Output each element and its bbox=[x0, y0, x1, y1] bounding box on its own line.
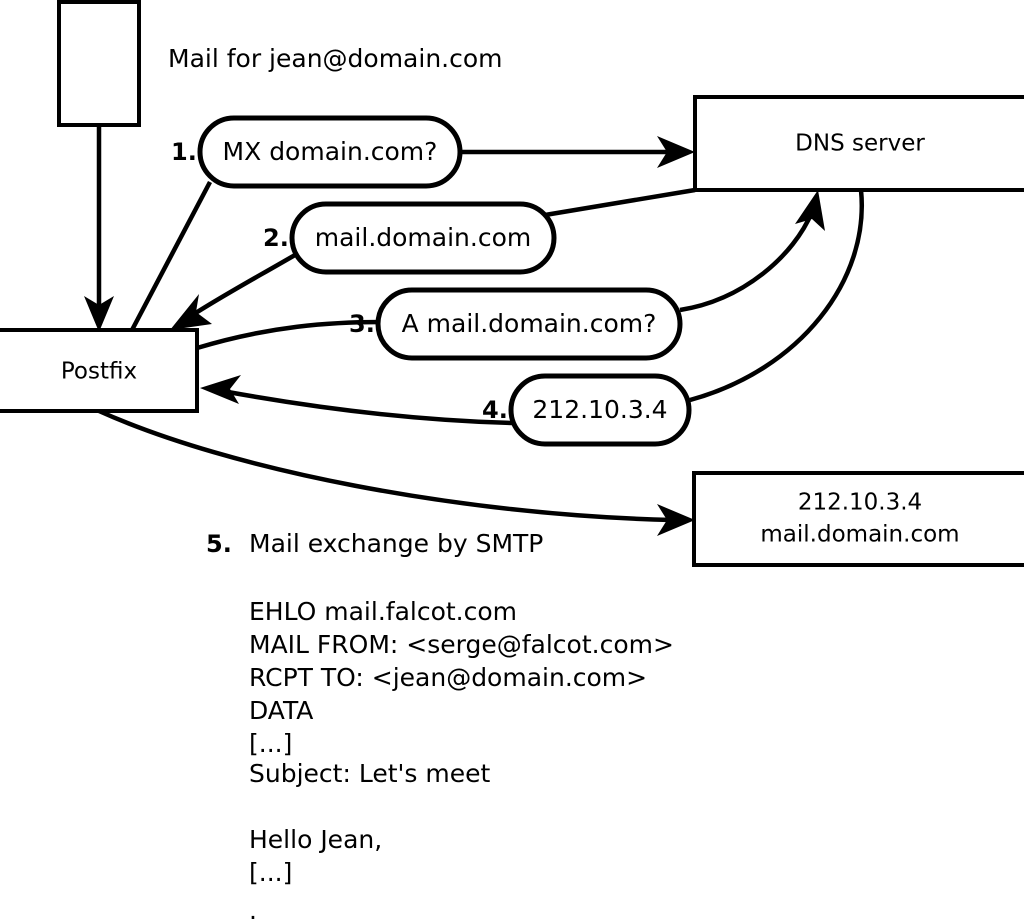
node-dns-server: DNS server bbox=[693, 95, 1024, 192]
node-dns-server-label: DNS server bbox=[795, 131, 925, 157]
incoming-mail-caption: Mail for jean@domain.com bbox=[168, 44, 503, 73]
step-1-number: 1. bbox=[171, 138, 197, 166]
node-mail-server-host: mail.domain.com bbox=[760, 522, 959, 548]
smtp-line-8: [...] bbox=[249, 858, 292, 887]
smtp-line-4: [...] bbox=[249, 729, 292, 758]
step-4-number: 4. bbox=[482, 396, 508, 424]
step-3-number: 3. bbox=[349, 310, 375, 338]
edge-step-1-to-dns bbox=[460, 136, 695, 168]
bubble-step-1-label: MX domain.com? bbox=[223, 137, 438, 166]
bubble-step-1: MX domain.com? bbox=[197, 115, 463, 189]
smtp-line-10: . bbox=[249, 896, 257, 919]
smtp-line-7: Hello Jean, bbox=[249, 825, 382, 854]
edge-step-4-from-dns bbox=[689, 189, 865, 403]
node-source bbox=[57, 0, 141, 127]
bubble-step-2-label: mail.domain.com bbox=[315, 223, 531, 252]
smtp-line-0: EHLO mail.falcot.com bbox=[249, 597, 517, 626]
edge-step-2-from-dns bbox=[544, 187, 696, 218]
bubble-step-4-label: 212.10.3.4 bbox=[532, 395, 667, 424]
node-mail-server-ip: 212.10.3.4 bbox=[798, 490, 922, 516]
node-postfix: Postfix bbox=[0, 328, 199, 413]
edge-step-3-to-dns bbox=[679, 190, 825, 313]
smtp-line-5: Subject: Let's meet bbox=[249, 759, 490, 788]
edge-step-4-to-postfix bbox=[200, 375, 513, 426]
bubble-step-4: 212.10.3.4 bbox=[508, 373, 692, 447]
bubble-step-2: mail.domain.com bbox=[289, 201, 557, 275]
bubble-step-3: A mail.domain.com? bbox=[375, 287, 683, 361]
step-5-label: Mail exchange by SMTP bbox=[249, 529, 543, 558]
smtp-line-1: MAIL FROM: <serge@falcot.com> bbox=[249, 630, 674, 659]
edge-step-1-to-bubble bbox=[130, 180, 212, 332]
smtp-line-3: DATA bbox=[249, 696, 313, 725]
smtp-line-2: RCPT TO: <jean@domain.com> bbox=[249, 663, 647, 692]
edge-incoming-mail bbox=[84, 125, 114, 332]
edge-step-5-smtp bbox=[98, 408, 695, 536]
step-2-number: 2. bbox=[263, 224, 289, 252]
step-5-number: 5. bbox=[206, 530, 232, 558]
node-mail-server: 212.10.3.4 mail.domain.com bbox=[692, 471, 1024, 567]
edge-step-3-from-postfix bbox=[196, 319, 383, 351]
bubble-step-3-label: A mail.domain.com? bbox=[402, 309, 657, 338]
edge-step-2-to-postfix bbox=[170, 253, 297, 330]
node-postfix-label: Postfix bbox=[61, 359, 137, 385]
